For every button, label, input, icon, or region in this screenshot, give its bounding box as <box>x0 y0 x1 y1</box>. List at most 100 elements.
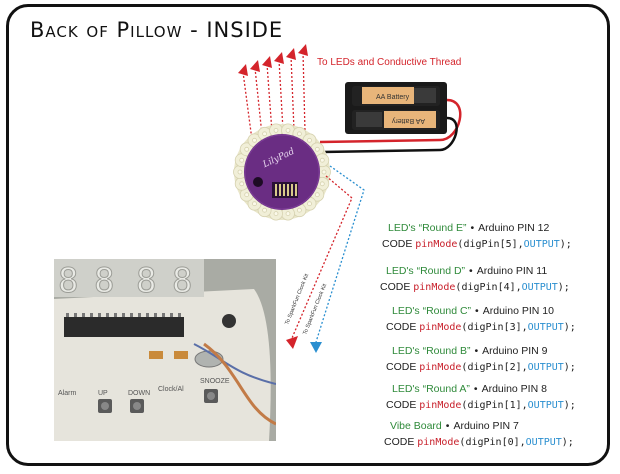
code-line: CODE pinMode(digPin[1],OUTPUT); <box>386 399 616 411</box>
code-close: ); <box>564 400 576 411</box>
code-function: pinMode <box>417 437 459 448</box>
bullet: • <box>469 265 473 277</box>
arduino-pin: Arduino PIN 8 <box>482 383 547 395</box>
display-digit-2: 8 <box>94 261 114 301</box>
arduino-pin: Arduino PIN 12 <box>478 222 549 234</box>
code-prefix: CODE <box>380 281 410 293</box>
led-group-name: LED's “Round A” <box>392 383 470 395</box>
board-petal-hole <box>315 147 319 151</box>
pin-heading: LED's “Round C” • Arduino PIN 10 <box>386 305 616 317</box>
battery-label-1: AA Battery <box>376 94 410 101</box>
code-mode: OUTPUT <box>528 400 564 411</box>
pin-heading: LED's “Round D” • Arduino PIN 11 <box>380 265 610 277</box>
code-prefix: CODE <box>382 238 412 250</box>
code-args: (digPin[4], <box>455 282 521 293</box>
code-line: CODE pinMode(digPin[2],OUTPUT); <box>386 361 616 373</box>
led-group-name: LED's “Round D” <box>386 265 465 277</box>
up-label: UP <box>98 390 108 397</box>
code-line: CODE pinMode(digPin[0],OUTPUT); <box>384 436 614 448</box>
board-petal-hole <box>253 138 257 142</box>
blue-clock-arrowhead <box>310 342 322 353</box>
code-close: ); <box>558 282 570 293</box>
pin-spec-item: LED's “Round E” • Arduino PIN 12 CODE pinMo… <box>382 222 612 250</box>
clock-kit-photo: 8 8 8 8 Alarm UP DOWN Clock/Al SNOOZE <box>54 259 276 441</box>
bullet: • <box>475 305 479 317</box>
red-arrowheads <box>238 44 308 76</box>
board-petal-hole <box>245 147 249 151</box>
led-group-name: LED's “Round B” <box>392 345 470 357</box>
board-petal-hole <box>263 132 267 136</box>
arduino-pin: Arduino PIN 11 <box>477 265 547 277</box>
pin-spec-item: LED's “Round C” • Arduino PIN 10 CODE pinMo… <box>386 305 616 333</box>
led-group-name: Vibe Board <box>390 420 442 432</box>
board-petal-hole <box>308 202 312 206</box>
board-petal-hole <box>320 182 324 186</box>
board-petal-hole <box>286 128 290 132</box>
battery-label-2: AA Battery <box>391 117 425 124</box>
sparkfun-label-2: To SparkFun Clock Kit <box>302 283 328 336</box>
bullet: • <box>474 383 478 395</box>
pin-spec-item: LED's “Round D” • Arduino PIN 11 CODE pinMo… <box>380 265 610 293</box>
code-function: pinMode <box>419 322 461 333</box>
bullet: • <box>470 222 474 234</box>
code-line: CODE pinMode(digPin[3],OUTPUT); <box>386 321 616 333</box>
code-prefix: CODE <box>386 321 416 333</box>
pin-spec-item: LED's “Round A” • Arduino PIN 8 CODE pinMod… <box>386 383 616 411</box>
code-mode: OUTPUT <box>528 322 564 333</box>
clock-al-label: Clock/Al <box>158 386 184 393</box>
board-petal-hole <box>315 193 319 197</box>
bullet: • <box>474 345 478 357</box>
board-petal-hole <box>274 212 278 216</box>
board-petal-hole <box>238 170 242 174</box>
pin-spec-item: Vibe Board •Arduino PIN 7 CODE pinMode(dig… <box>384 420 614 448</box>
code-args: (digPin[0], <box>459 437 525 448</box>
snooze-label: SNOOZE <box>200 378 230 385</box>
down-label: DOWN <box>128 390 150 397</box>
sparkfun-label-1: To SparkFun Clock Kit <box>284 273 310 326</box>
code-mode: OUTPUT <box>528 362 564 373</box>
board-petal-hole <box>297 208 301 212</box>
code-function: pinMode <box>419 362 461 373</box>
board-petal-hole <box>240 182 244 186</box>
code-close: ); <box>562 437 574 448</box>
code-close: ); <box>560 239 572 250</box>
pin-heading: LED's “Round B” • Arduino PIN 9 <box>386 345 616 357</box>
code-close: ); <box>564 362 576 373</box>
arduino-pin: Arduino PIN 7 <box>453 420 518 432</box>
code-function: pinMode <box>413 282 455 293</box>
board-petal-hole <box>253 202 257 206</box>
bullet: • <box>446 420 450 432</box>
code-close: ); <box>564 322 576 333</box>
code-mode: OUTPUT <box>524 239 560 250</box>
pin-heading: Vibe Board •Arduino PIN 7 <box>384 420 614 432</box>
code-args: (digPin[2], <box>461 362 527 373</box>
battery-holder <box>345 82 447 134</box>
microcontroller-chip <box>64 317 184 337</box>
board-petal-hole <box>320 158 324 162</box>
code-prefix: CODE <box>384 436 414 448</box>
display-digit-4: 8 <box>172 261 192 301</box>
display-digit-3: 8 <box>136 261 156 301</box>
code-mode: OUTPUT <box>522 282 558 293</box>
pin-heading: LED's “Round E” • Arduino PIN 12 <box>382 222 612 234</box>
board-petal-hole <box>245 193 249 197</box>
code-args: (digPin[3], <box>461 322 527 333</box>
board-petal-hole <box>263 208 267 212</box>
arduino-pin: Arduino PIN 10 <box>483 305 554 317</box>
code-prefix: CODE <box>386 399 416 411</box>
code-line: CODE pinMode(digPin[5],OUTPUT); <box>382 238 612 250</box>
red-clock-arrowhead <box>286 336 298 349</box>
led-group-name: LED's “Round E” <box>388 222 466 234</box>
display-digit-1: 8 <box>58 261 78 301</box>
code-line: CODE pinMode(digPin[4],OUTPUT); <box>380 281 610 293</box>
pin-heading: LED's “Round A” • Arduino PIN 8 <box>386 383 616 395</box>
alarm-label: Alarm <box>58 390 76 397</box>
arduino-pin: Arduino PIN 9 <box>482 345 547 357</box>
code-args: (digPin[5], <box>457 239 523 250</box>
board-petal-hole <box>308 138 312 142</box>
board-petal-hole <box>286 212 290 216</box>
board-petal-hole <box>240 158 244 162</box>
lilypad-board <box>234 124 331 220</box>
board-petal-hole <box>274 128 278 132</box>
led-group-name: LED's “Round C” <box>392 305 471 317</box>
